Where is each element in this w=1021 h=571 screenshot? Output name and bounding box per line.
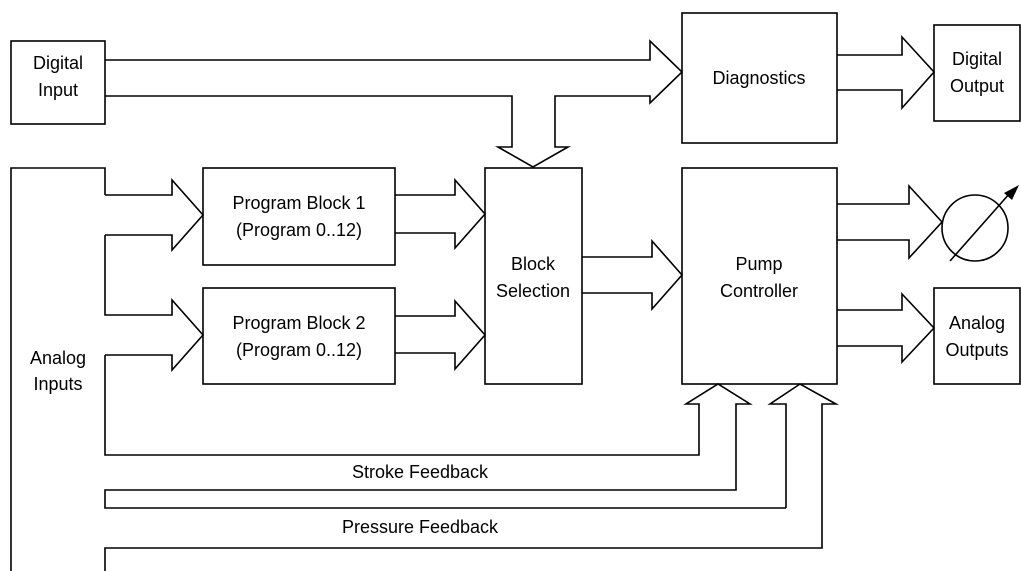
analog-inputs-bus-line [10, 167, 106, 571]
digital-input-label-line1: Digital [33, 53, 83, 73]
pressure-feedback-label: Pressure Feedback [342, 517, 499, 537]
digital-output-block: Digital Output [933, 24, 1021, 122]
program-block-1-subtitle: (Program 0..12) [236, 220, 362, 240]
analog-inputs-label-line1: Analog [30, 348, 86, 368]
digital-input-label-line2: Input [38, 80, 78, 100]
analog-inputs-to-program-block-2-arrow [104, 235, 205, 373]
digital-output-label-line1: Digital [952, 49, 1002, 69]
pump-controller-to-analog-outputs-arrow [837, 291, 936, 365]
pressure-feedback-arrow [104, 383, 840, 571]
analog-inputs-to-program-block-1-arrow [105, 177, 205, 253]
diagnostics-to-digital-output-arrow [837, 34, 936, 111]
diagnostics-label: Diagnostics [712, 68, 805, 88]
block-selection-label-line1: Block [511, 254, 556, 274]
block-selection-block: Block Selection [484, 167, 583, 385]
pump-controller-to-pump-arrow [837, 183, 944, 261]
pump-symbol-icon [941, 185, 1019, 262]
program-block-2-title: Program Block 2 [232, 313, 365, 333]
digital-output-label-line2: Output [950, 76, 1004, 96]
analog-outputs-block: Analog Outputs [933, 287, 1021, 385]
pump-controller-label-line1: Pump [735, 254, 782, 274]
program-block-2: Program Block 2 (Program 0..12) [202, 287, 396, 385]
analog-outputs-label-line1: Analog [949, 313, 1005, 333]
pump-controller-label-line2: Controller [720, 281, 798, 301]
program-block-1-title: Program Block 1 [232, 193, 365, 213]
digital-input-block: Digital Input [10, 40, 106, 125]
program-block-1-to-block-selection-arrow [395, 177, 487, 251]
program-block-1: Program Block 1 (Program 0..12) [202, 167, 396, 266]
block-selection-to-pump-controller-arrow [582, 238, 684, 312]
analog-input-to-pump-controller-arrow [104, 355, 786, 509]
pump-controller-block: Pump Controller [681, 167, 838, 385]
digital-input-to-diagnostics-arrow [105, 39, 684, 168]
analog-inputs-label-line2: Inputs [33, 374, 82, 394]
stroke-feedback-label: Stroke Feedback [352, 462, 489, 482]
program-block-2-subtitle: (Program 0..12) [236, 340, 362, 360]
analog-outputs-label-line2: Outputs [945, 340, 1008, 360]
block-selection-label-line2: Selection [496, 281, 570, 301]
program-block-2-to-block-selection-arrow [395, 298, 487, 372]
diagnostics-block: Diagnostics [681, 12, 838, 144]
